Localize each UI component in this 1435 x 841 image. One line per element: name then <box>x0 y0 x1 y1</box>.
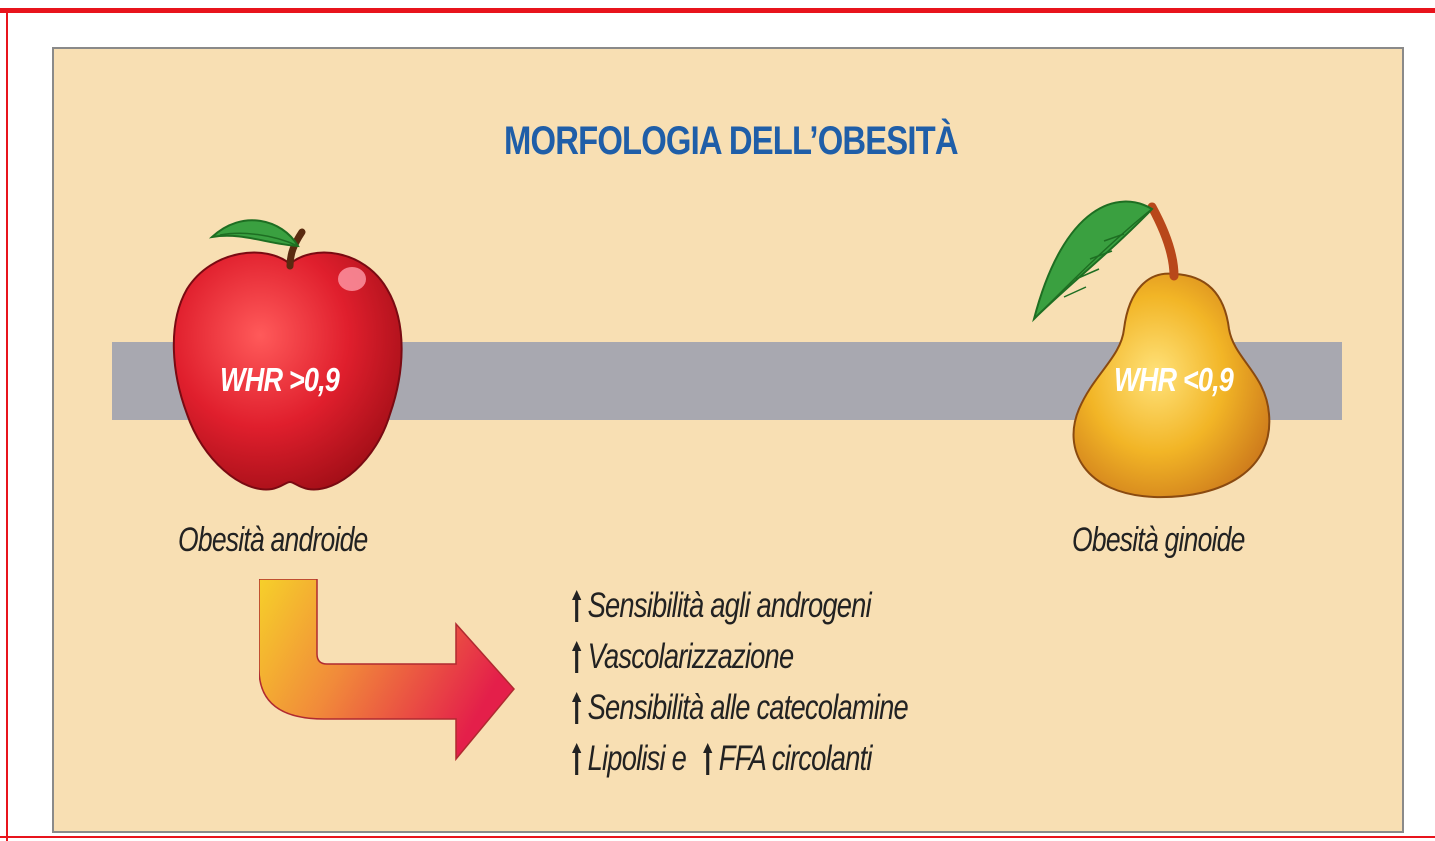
arrow-up-icon <box>572 691 582 724</box>
effect-text: Sensibilità alle catecolamine <box>587 687 909 727</box>
pear-caption: Obesità ginoide <box>1072 521 1245 559</box>
arrow-up-icon <box>572 742 582 775</box>
left-red-rule <box>6 8 8 841</box>
effect-item: Sensibilità agli androgeni <box>572 580 908 631</box>
effect-item: Sensibilità alle catecolamine <box>572 682 909 733</box>
pear-icon <box>1032 200 1271 499</box>
flow-arrow <box>259 579 515 762</box>
diagram-title: MORFOLOGIA DELL’OBESITÀ <box>504 119 959 163</box>
top-red-rule <box>0 8 1435 13</box>
effect-text: Lipolisi e <box>587 738 687 778</box>
effect-text: Vascolarizzazione <box>587 636 795 676</box>
diagram-panel: MORFOLOGIA DELL’OBESITÀ <box>52 47 1404 833</box>
apple-whr-label: WHR >0,9 <box>220 361 340 398</box>
apple-icon <box>172 219 403 491</box>
effect-text: FFA circolanti <box>718 738 873 778</box>
effect-text: Sensibilità agli androgeni <box>587 585 872 625</box>
pear-whr-label: WHR <0,9 <box>1114 361 1234 398</box>
effect-item: Lipolisi e FFA circolanti <box>572 733 908 784</box>
arrow-up-icon <box>572 589 582 622</box>
effects-list: Sensibilità agli androgeni Vascolarizzaz… <box>572 580 1003 784</box>
bottom-red-rule <box>0 836 1435 838</box>
apple-caption: Obesità androide <box>178 521 368 559</box>
arrow-up-icon <box>572 640 582 673</box>
arrow-up-icon <box>703 742 713 775</box>
effect-item: Vascolarizzazione <box>572 631 908 682</box>
